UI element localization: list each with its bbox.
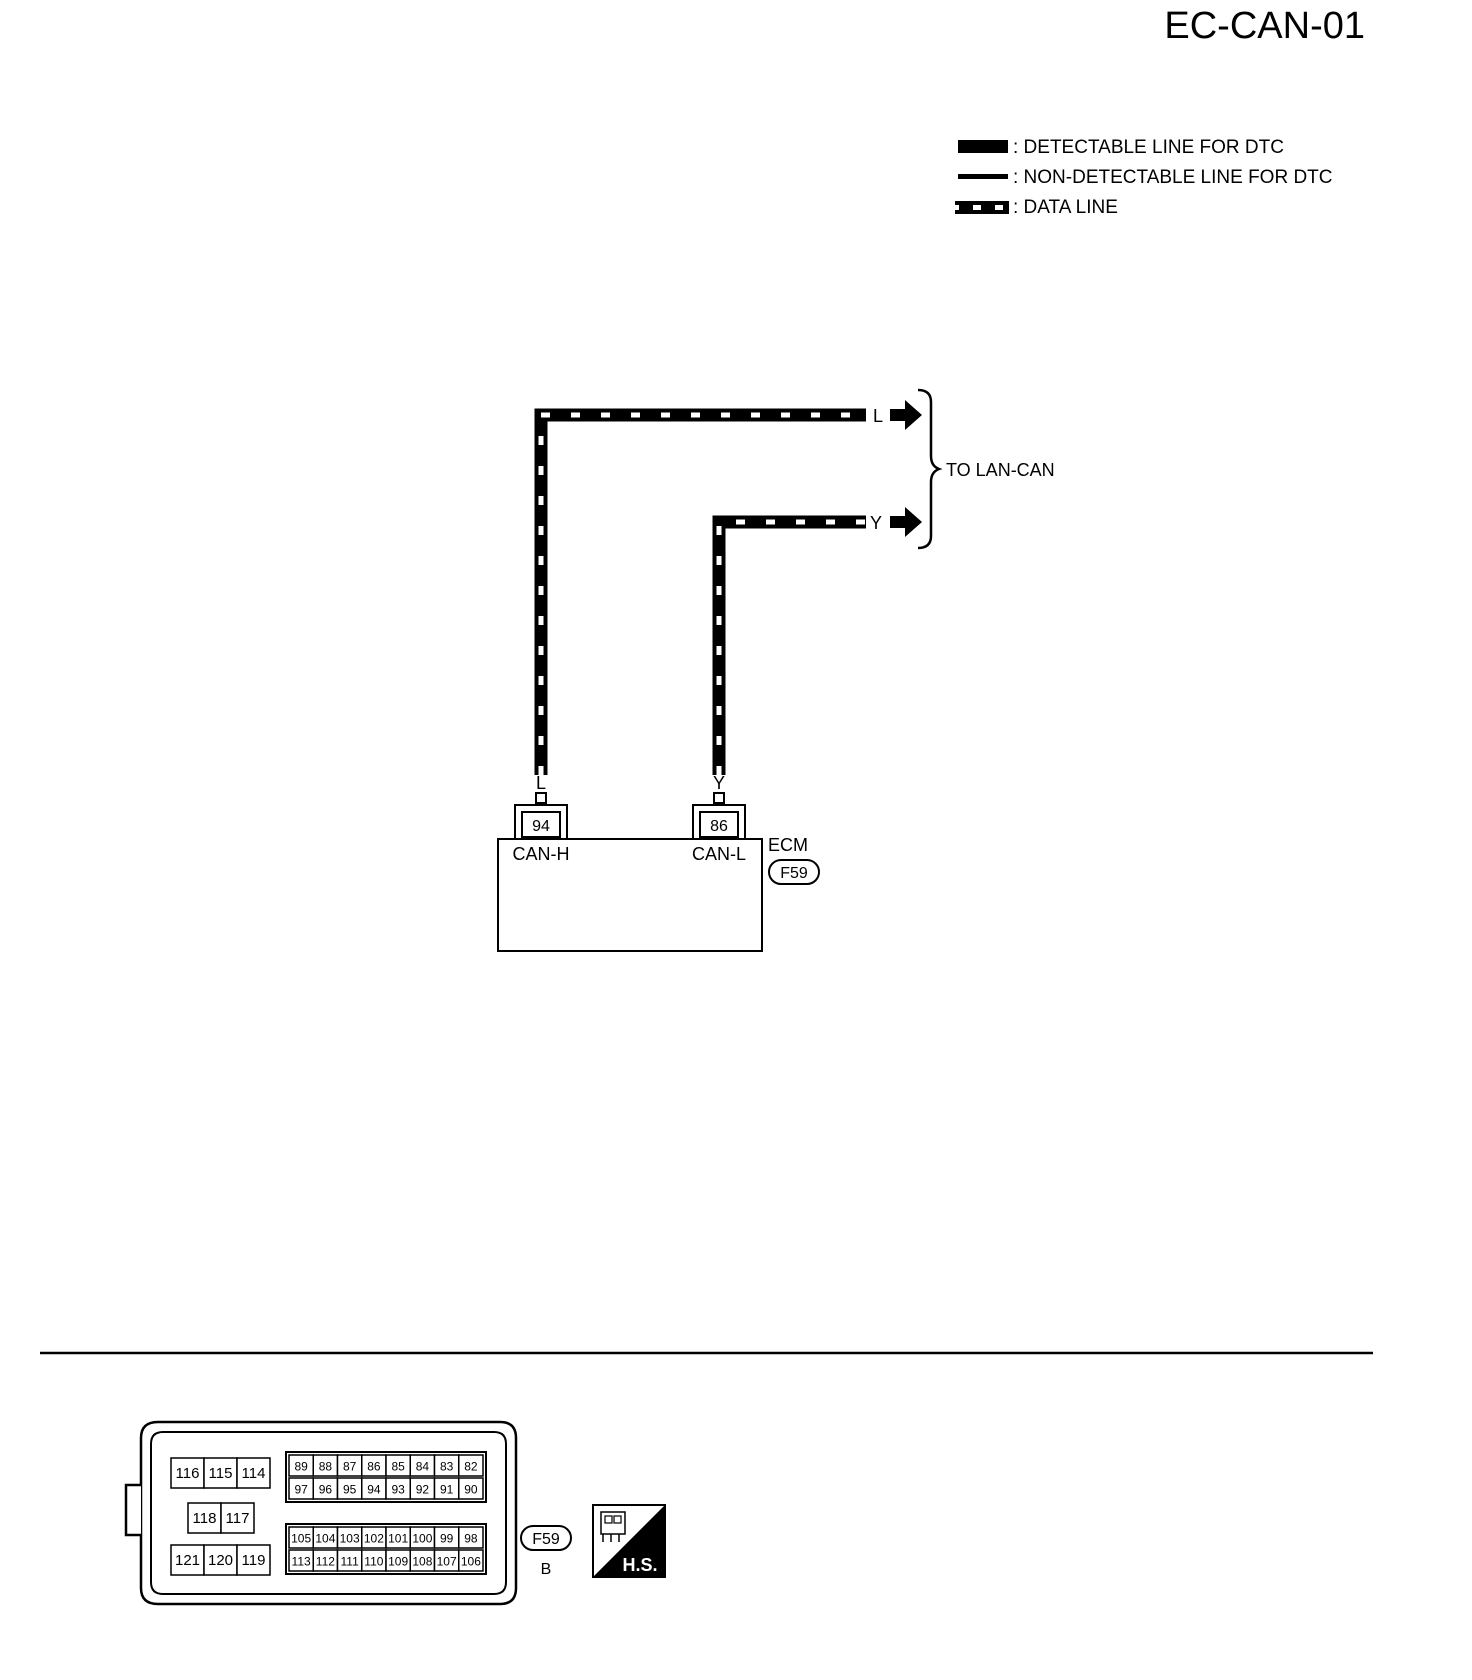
cavity-number: 114 — [242, 1465, 266, 1482]
legend-data-line-text: : DATA LINE — [1013, 197, 1118, 218]
pin-86: 86 — [692, 804, 746, 840]
cavity-number: 105 — [291, 1532, 311, 1546]
cavity-number: 87 — [343, 1460, 357, 1474]
wire-color-label-l: L — [873, 406, 883, 426]
svg-text:94: 94 — [532, 818, 550, 835]
cavity-number: 107 — [437, 1555, 457, 1569]
cavity-row-upper-1: 89 88 87 86 85 84 83 82 — [288, 1454, 484, 1477]
connector-id: F59 — [532, 1531, 560, 1548]
wire-color-label-y: Y — [870, 513, 882, 533]
cavity-number: 102 — [364, 1532, 384, 1546]
ecm-label: ECM — [768, 835, 808, 855]
cavity-number: 91 — [440, 1483, 454, 1497]
can-l-label: CAN-L — [692, 844, 746, 864]
cavity-number: 103 — [340, 1532, 360, 1546]
can-h-label: CAN-H — [513, 844, 570, 864]
cavity-group-left-mid: 118 117 — [187, 1502, 255, 1534]
cavity-number: 100 — [412, 1532, 432, 1546]
cavity-number: 108 — [412, 1555, 432, 1569]
cavity-number: 111 — [341, 1555, 360, 1569]
cavity-106 — [458, 1549, 484, 1572]
cavity-number: 109 — [388, 1555, 408, 1569]
brace-icon — [917, 388, 943, 550]
pin-94: 94 — [514, 804, 568, 840]
svg-text:H.S.: H.S. — [622, 1555, 657, 1575]
cavity-number: 92 — [416, 1483, 430, 1497]
cavity-number: 89 — [294, 1460, 308, 1474]
ecm-box — [497, 838, 763, 952]
cavity-90 — [458, 1477, 484, 1500]
cavity-number: 121 — [175, 1552, 200, 1569]
legend: : DETECTABLE LINE FOR DTC : NON-DETECTAB… — [955, 137, 1333, 218]
wire-color-label-y-bottom: Y — [713, 773, 725, 793]
pin-stub — [535, 792, 547, 804]
connector-id-badge — [520, 1525, 572, 1551]
svg-text:86: 86 — [710, 818, 728, 835]
cavity-120 — [203, 1544, 238, 1576]
cavity-number: 104 — [315, 1532, 335, 1546]
cavity-number: 118 — [193, 1510, 217, 1527]
wire-color-label-l-bottom: L — [536, 773, 546, 793]
cavity-number: 117 — [226, 1510, 250, 1527]
connector-color: B — [541, 1561, 552, 1578]
ecm-connector-badge — [768, 859, 820, 885]
cavity-number: 85 — [391, 1460, 405, 1474]
cavity-82 — [458, 1454, 484, 1477]
cavity-number: 86 — [367, 1460, 381, 1474]
cavity-number: 106 — [461, 1555, 481, 1569]
cavity-number: 82 — [464, 1460, 478, 1474]
legend-data-line-swatch — [955, 201, 1009, 214]
cavity-number: 90 — [464, 1483, 478, 1497]
cavity-number: 115 — [209, 1465, 233, 1482]
legend-detectable-text: : DETECTABLE LINE FOR DTC — [1013, 137, 1284, 158]
cavity-row-lower-1: 105 104 103 102 101 100 99 98 — [288, 1526, 484, 1549]
arrow-right-icon — [890, 507, 922, 537]
cavity-number: 97 — [294, 1483, 308, 1497]
cavity-number: 112 — [316, 1555, 335, 1569]
cavity-number: 96 — [319, 1483, 333, 1497]
cavity-116 — [170, 1457, 205, 1489]
cavity-row-upper-2: 97 96 95 94 93 92 91 90 — [288, 1477, 484, 1500]
can-h-data-wire — [534, 408, 866, 775]
cavity-number: 99 — [440, 1532, 454, 1546]
cavity-number: 95 — [343, 1483, 357, 1497]
legend-detectable-swatch — [958, 140, 1008, 153]
cavity-row-lower-2: 113 112 111 110 109 108 107 106 — [288, 1549, 484, 1572]
harness-side-icon: H.S. — [592, 1504, 666, 1578]
cavity-group-left-top: 116 115 114 — [170, 1457, 271, 1489]
cavity-number: 83 — [440, 1460, 454, 1474]
cavity-number: 88 — [319, 1460, 333, 1474]
cavity-number: 98 — [464, 1532, 478, 1546]
cavity-number: 119 — [242, 1552, 266, 1569]
arrow-right-icon — [890, 400, 922, 430]
cavity-114 — [236, 1457, 271, 1489]
cavity-117 — [220, 1502, 255, 1534]
cavity-number: 110 — [364, 1555, 383, 1569]
cavity-number: 94 — [367, 1483, 381, 1497]
cavity-group-left-bottom: 121 120 119 — [170, 1544, 271, 1576]
cavity-98 — [458, 1526, 484, 1549]
cavity-number: 116 — [176, 1465, 200, 1482]
page-id: EC-CAN-01 — [1164, 5, 1365, 47]
legend-non-detectable-swatch — [958, 174, 1008, 179]
cavity-number: 93 — [391, 1483, 405, 1497]
cavity-number: 101 — [388, 1532, 408, 1546]
cavity-number: 84 — [416, 1460, 430, 1474]
legend-non-detectable-text: : NON-DETECTABLE LINE FOR DTC — [1013, 167, 1333, 188]
cavity-number: 120 — [208, 1552, 233, 1569]
cavity-118 — [187, 1502, 222, 1534]
cavity-number: 113 — [292, 1555, 311, 1569]
ecm-connector-id: F59 — [780, 865, 808, 882]
cavity-121 — [170, 1544, 205, 1576]
pin-stub — [713, 792, 725, 804]
can-l-data-wire — [712, 515, 866, 775]
cavity-119 — [236, 1544, 271, 1576]
to-lan-can-label: TO LAN-CAN — [946, 460, 1055, 480]
